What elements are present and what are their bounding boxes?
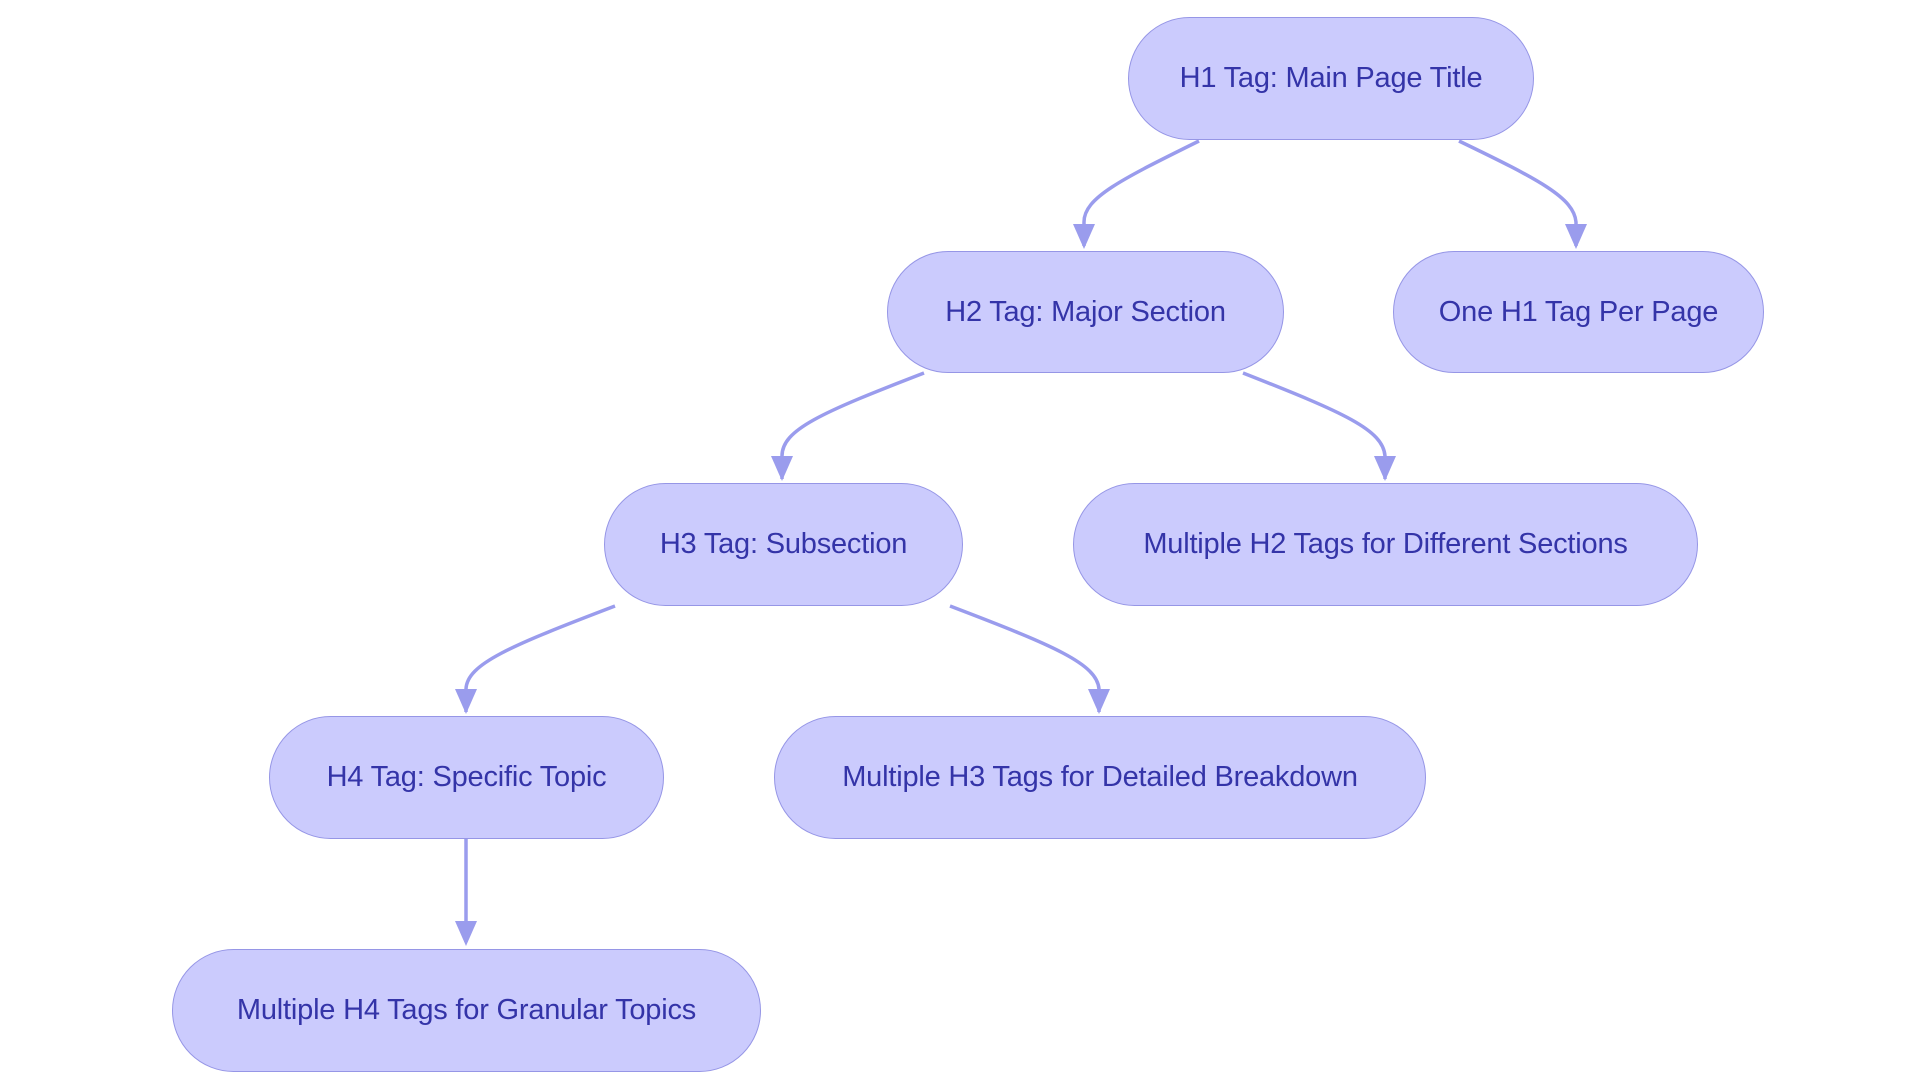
node-label: H4 Tag: Specific Topic bbox=[326, 761, 607, 793]
node-label: One H1 Tag Per Page bbox=[1438, 295, 1719, 328]
node-h2-major-section: H2 Tag: Major Section bbox=[887, 251, 1284, 373]
node-h3-subsection: H3 Tag: Subsection bbox=[604, 483, 963, 606]
node-label: Multiple H4 Tags for Granular Topics bbox=[236, 994, 697, 1026]
edge-h3-to-h4 bbox=[464, 604, 616, 712]
node-label: Multiple H2 Tags for Different Sections bbox=[1143, 528, 1628, 560]
node-h4-specific-topic: H4 Tag: Specific Topic bbox=[269, 716, 664, 839]
arrowhead-h2-to-h3 bbox=[771, 456, 793, 481]
arrowhead-h1-to-one-h1 bbox=[1565, 224, 1587, 249]
node-one-h1-per-page: One H1 Tag Per Page bbox=[1393, 251, 1764, 373]
node-label: H2 Tag: Major Section bbox=[945, 295, 1226, 328]
node-h1-main-page-title: H1 Tag: Main Page Title bbox=[1128, 17, 1534, 140]
node-label: Multiple H3 Tags for Detailed Breakdown bbox=[842, 761, 1358, 793]
edge-h1-to-one-h1 bbox=[1458, 139, 1578, 246]
arrowhead-h3-to-multi-h3 bbox=[1088, 689, 1110, 714]
node-label: H3 Tag: Subsection bbox=[659, 528, 908, 560]
arrowhead-h1-to-h2 bbox=[1073, 224, 1095, 249]
node-multiple-h3-tags: Multiple H3 Tags for Detailed Breakdown bbox=[774, 716, 1426, 839]
arrowhead-h4-to-multi-h4 bbox=[455, 921, 477, 946]
edge-h2-to-multi-h2 bbox=[1242, 371, 1387, 479]
edge-h1-to-h2 bbox=[1082, 139, 1200, 246]
arrowhead-h3-to-h4 bbox=[455, 689, 477, 714]
edge-h3-to-multi-h3 bbox=[949, 604, 1101, 712]
node-multiple-h4-tags: Multiple H4 Tags for Granular Topics bbox=[172, 949, 761, 1072]
node-label: H1 Tag: Main Page Title bbox=[1179, 62, 1483, 94]
node-multiple-h2-tags: Multiple H2 Tags for Different Sections bbox=[1073, 483, 1698, 606]
arrowhead-h2-to-multi-h2 bbox=[1374, 456, 1396, 481]
edge-h2-to-h3 bbox=[780, 371, 925, 479]
